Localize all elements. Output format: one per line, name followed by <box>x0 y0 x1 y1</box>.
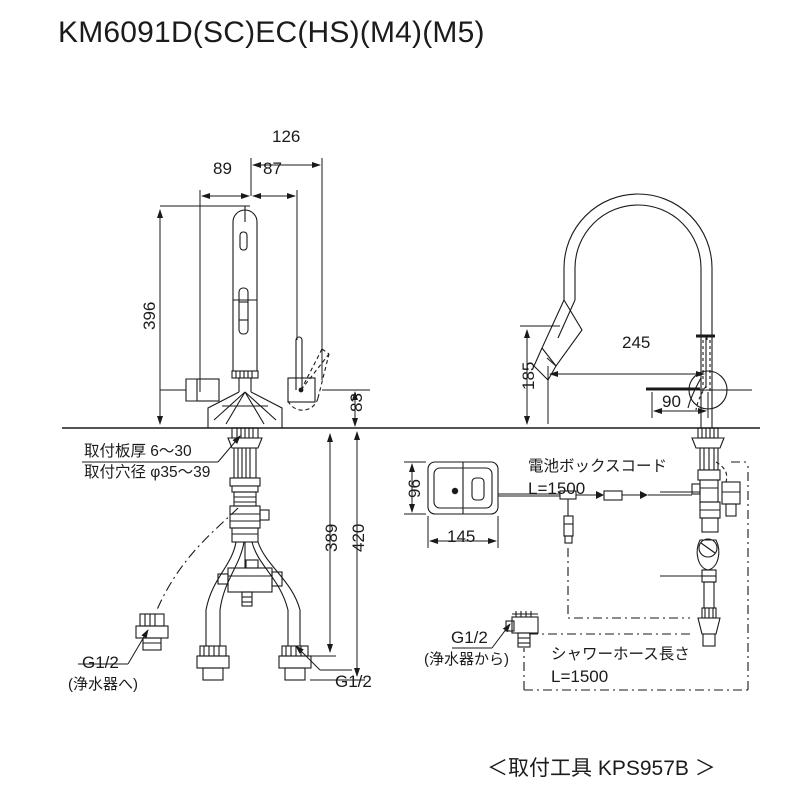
shower-hose-length: L=1500 <box>551 667 609 686</box>
dimension-label-396: 396 <box>140 301 159 330</box>
shower-hose-label: シャワーホース長さ <box>551 646 690 663</box>
dimension-label-87: 87 <box>263 159 282 178</box>
g-half-left-note: (浄水器へ) <box>68 676 138 693</box>
dimension-96 <box>404 461 426 515</box>
page-title: KM6091D(SC)EC(HS)(M4)(M5) <box>58 16 485 49</box>
dimension-389 <box>310 433 336 657</box>
dimension-185 <box>520 325 560 425</box>
leader-lines <box>78 435 511 671</box>
dimension-label-145: 145 <box>447 527 476 546</box>
g-half-center-note: (浄水器から) <box>424 651 509 668</box>
dimension-245 <box>547 366 705 424</box>
dimension-label-126: 126 <box>272 127 301 146</box>
dimension-label-420: 420 <box>349 523 368 552</box>
dimension-label-185: 185 <box>519 361 538 390</box>
dimension-126 <box>250 158 323 380</box>
right-undercounter-assembly <box>660 427 741 647</box>
dimension-label-89: 89 <box>213 159 232 178</box>
dimension-label-96: 96 <box>405 479 424 498</box>
dimension-420 <box>310 431 365 681</box>
hose-routing-guides <box>523 461 749 691</box>
g-half-center-label: G1/2 <box>451 628 488 647</box>
dimension-label-245: 245 <box>622 333 651 352</box>
dimension-145 <box>427 516 499 548</box>
dimension-label-83: 83 <box>347 393 366 412</box>
battery-box <box>427 461 692 544</box>
mount-plate-thickness-label: 取付板厚 6〜30 <box>84 443 192 460</box>
mount-hole-diameter-label: 取付穴径 φ35〜39 <box>84 464 211 481</box>
dimension-label-389: 389 <box>322 523 341 552</box>
battery-box-cord-length: L=1500 <box>528 479 586 498</box>
dimension-89-87 <box>199 190 298 392</box>
g-half-right-label: G1/2 <box>335 672 372 691</box>
center-purifier-fitting <box>505 611 539 648</box>
mounting-tool-footer: ＜取付工具 KPS957B ＞ <box>487 757 716 780</box>
g-half-left-label: G1/2 <box>82 653 119 672</box>
dimension-label-90: 90 <box>662 392 681 411</box>
battery-box-cord-label: 電池ボックスコード <box>528 458 668 475</box>
dimension-83 <box>322 389 370 429</box>
dimension-396 <box>157 205 250 425</box>
left-undercounter-assembly <box>135 427 312 681</box>
right-faucet-gooseneck <box>533 193 752 428</box>
dimension-90 <box>651 392 709 418</box>
left-faucet-body <box>160 206 330 428</box>
